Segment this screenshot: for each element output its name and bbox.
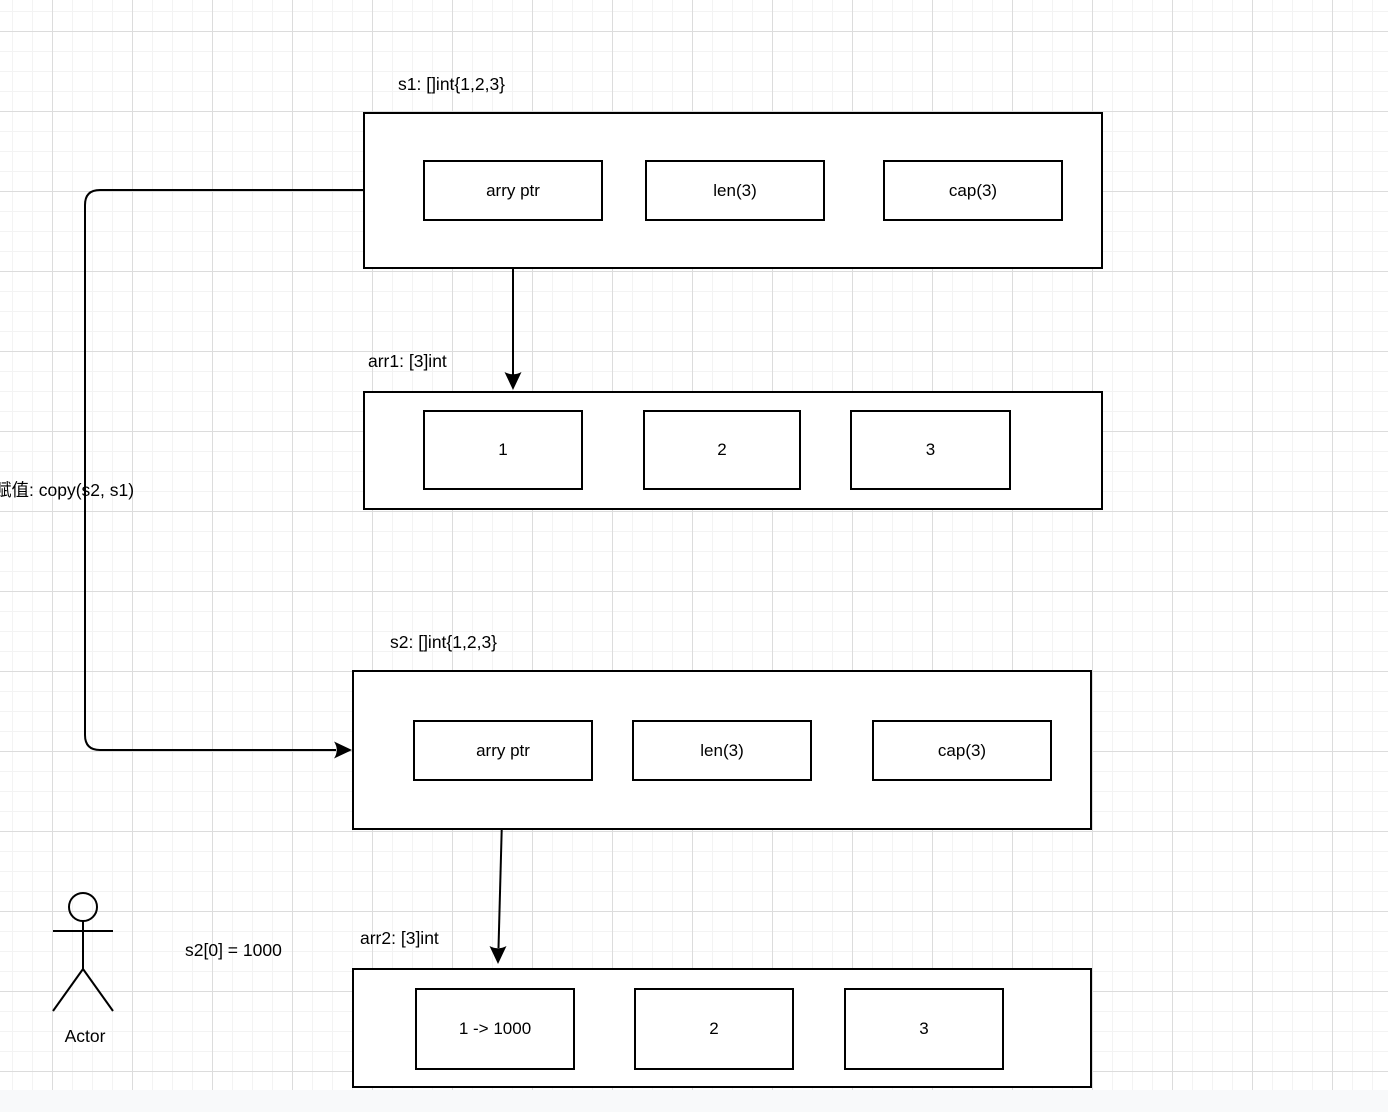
- s2-title: s2: []int{1,2,3}: [390, 632, 498, 652]
- s1-cell-arry-ptr[interactable]: arry ptr: [423, 160, 603, 221]
- actor-leg-right: [82, 968, 114, 1012]
- s2-cell-cap[interactable]: cap(3): [872, 720, 1052, 781]
- s2-cell-arry-ptr[interactable]: arry ptr: [413, 720, 593, 781]
- assignment-annotation-label: s2[0] = 1000: [185, 940, 282, 960]
- actor-head: [68, 892, 98, 922]
- arr2-title: arr2: [3]int: [360, 928, 439, 948]
- page-outside-area: [0, 1090, 1388, 1112]
- arr2-cell-1[interactable]: 2: [634, 988, 794, 1070]
- arr1-cell-2[interactable]: 3: [850, 410, 1011, 490]
- arr2-array-box[interactable]: 1 -> 1000 2 3: [352, 968, 1092, 1088]
- arr1-cell-1[interactable]: 2: [643, 410, 801, 490]
- s2-cell-len[interactable]: len(3): [632, 720, 812, 781]
- s1-cell-len[interactable]: len(3): [645, 160, 825, 221]
- actor-figure[interactable]: [52, 892, 114, 1012]
- copy-annotation-label: 赋值: copy(s2, s1): [0, 480, 135, 500]
- s1-title: s1: []int{1,2,3}: [398, 74, 506, 94]
- arr2-cell-0[interactable]: 1 -> 1000: [415, 988, 575, 1070]
- connector-s1-to-s2[interactable]: [84, 189, 363, 751]
- arr2-cell-2[interactable]: 3: [844, 988, 1004, 1070]
- arr1-title: arr1: [3]int: [368, 351, 447, 371]
- s1-cell-cap[interactable]: cap(3): [883, 160, 1063, 221]
- s1-struct-box[interactable]: arry ptr len(3) cap(3): [363, 112, 1103, 269]
- actor-label: Actor: [64, 1026, 106, 1046]
- arr1-array-box[interactable]: 1 2 3: [363, 391, 1103, 510]
- actor-leg-left: [52, 968, 84, 1012]
- s2-struct-box[interactable]: arry ptr len(3) cap(3): [352, 670, 1092, 830]
- arr1-cell-0[interactable]: 1: [423, 410, 583, 490]
